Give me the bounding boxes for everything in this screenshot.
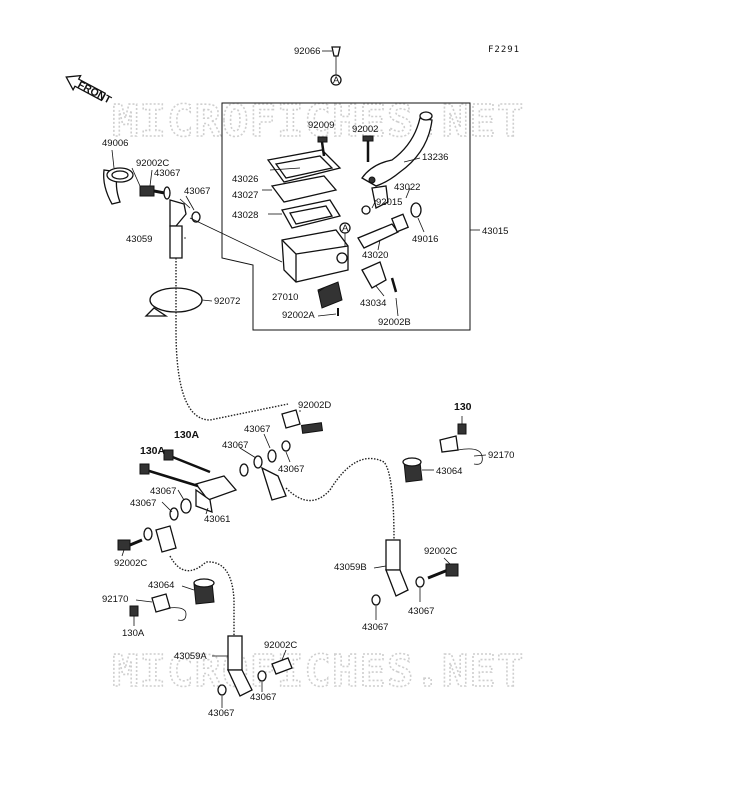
label-43067-d: 43067 bbox=[222, 440, 248, 451]
label-92009: 92009 bbox=[308, 120, 334, 131]
label-43067-e: 43067 bbox=[278, 464, 304, 475]
label-43064-left: 43064 bbox=[148, 580, 174, 591]
hose-upper bbox=[175, 258, 289, 421]
label-92066: 92066 bbox=[294, 46, 320, 57]
reservoir-cap-43026 bbox=[266, 149, 342, 183]
label-130-right: 130 bbox=[454, 401, 472, 413]
label-43067-g: 43067 bbox=[130, 498, 156, 509]
leader-lines bbox=[121, 167, 463, 708]
label-13236: 13236 bbox=[422, 152, 448, 163]
plate-43028 bbox=[281, 199, 342, 229]
label-43034: 43034 bbox=[360, 298, 386, 309]
label-92002c-bottom: 92002C bbox=[264, 640, 297, 651]
grommet-43064-left bbox=[193, 578, 215, 605]
label-43015: 43015 bbox=[482, 226, 508, 237]
hose-lower bbox=[169, 555, 235, 636]
label-43067-b: 43067 bbox=[184, 186, 210, 197]
watermark-bottom: MICROFICHES.NET bbox=[112, 646, 524, 697]
label-43059b: 43059B bbox=[334, 562, 367, 573]
switch-27010 bbox=[317, 281, 343, 316]
label-43061: 43061 bbox=[204, 514, 230, 525]
pivot-92015 bbox=[361, 185, 389, 215]
label-92002b: 92002B bbox=[378, 317, 411, 328]
grommet-43064-right bbox=[402, 457, 423, 483]
master-cylinder-body bbox=[281, 229, 349, 283]
hose-end-43059b bbox=[371, 539, 459, 606]
label-43067-k: 43067 bbox=[208, 708, 234, 719]
label-92170-right: 92170 bbox=[488, 450, 514, 461]
label-43022: 43022 bbox=[394, 182, 420, 193]
label-92002c-left: 92002C bbox=[114, 558, 147, 569]
label-43027: 43027 bbox=[232, 190, 258, 201]
front-label: FRONT bbox=[76, 79, 114, 107]
label-92002c-top: 92002C bbox=[136, 158, 169, 169]
label-43020: 43020 bbox=[362, 250, 388, 261]
label-43067-a: 43067 bbox=[154, 168, 180, 179]
part-labels: 92066 49006 92002C 43067 43067 43059 920… bbox=[102, 46, 514, 719]
label-43064-right: 43064 bbox=[436, 466, 462, 477]
label-43028: 43028 bbox=[232, 210, 258, 221]
label-92002: 92002 bbox=[352, 124, 378, 135]
cap-92066: A bbox=[322, 46, 342, 86]
label-43067-c: 43067 bbox=[244, 424, 270, 435]
hose-right bbox=[285, 457, 395, 541]
label-27010: 27010 bbox=[272, 292, 298, 303]
boot-49006 bbox=[103, 149, 134, 205]
label-49016: 49016 bbox=[412, 234, 438, 245]
label-92002c-right: 92002C bbox=[424, 546, 457, 557]
label-43067-h: 43067 bbox=[408, 606, 434, 617]
label-92002d: 92002D bbox=[298, 400, 331, 411]
marker-a-top: A bbox=[333, 75, 340, 86]
lever-13236 bbox=[361, 111, 433, 187]
lower-left-fitting bbox=[117, 525, 177, 553]
label-130a-2: 130A bbox=[140, 445, 166, 457]
screw-92009 bbox=[317, 136, 328, 157]
clip-92170-left bbox=[129, 593, 187, 621]
joint-43061 bbox=[139, 449, 238, 521]
diaphragm-43027 bbox=[270, 175, 338, 203]
label-43059: 43059 bbox=[126, 234, 152, 245]
hose-end-43059a bbox=[217, 635, 293, 697]
front-arrow-icon: FRONT bbox=[65, 74, 114, 107]
label-92072: 92072 bbox=[214, 296, 240, 307]
label-43067-j: 43067 bbox=[250, 692, 276, 703]
label-43067-f: 43067 bbox=[150, 486, 176, 497]
piston-43020 bbox=[357, 202, 422, 251]
label-92015: 92015 bbox=[376, 197, 402, 208]
label-130a-1: 130A bbox=[174, 429, 200, 441]
marker-a-body: A bbox=[339, 222, 351, 246]
assembly-frame-43015 bbox=[221, 102, 471, 331]
clamp-43034 bbox=[361, 261, 398, 293]
label-92170-left: 92170 bbox=[102, 594, 128, 605]
label-130a-left: 130A bbox=[122, 628, 145, 639]
hose-band-92072 bbox=[144, 287, 213, 317]
label-43026: 43026 bbox=[232, 174, 258, 185]
label-49006: 49006 bbox=[102, 138, 128, 149]
clip-92170-right bbox=[439, 423, 487, 465]
upper-hose-fitting bbox=[239, 409, 324, 501]
label-43067-i: 43067 bbox=[362, 622, 388, 633]
svg-text:A: A bbox=[342, 223, 349, 234]
figure-code: F2291 bbox=[488, 45, 520, 55]
label-92002a: 92002A bbox=[282, 310, 315, 321]
label-43059a: 43059A bbox=[174, 651, 207, 662]
